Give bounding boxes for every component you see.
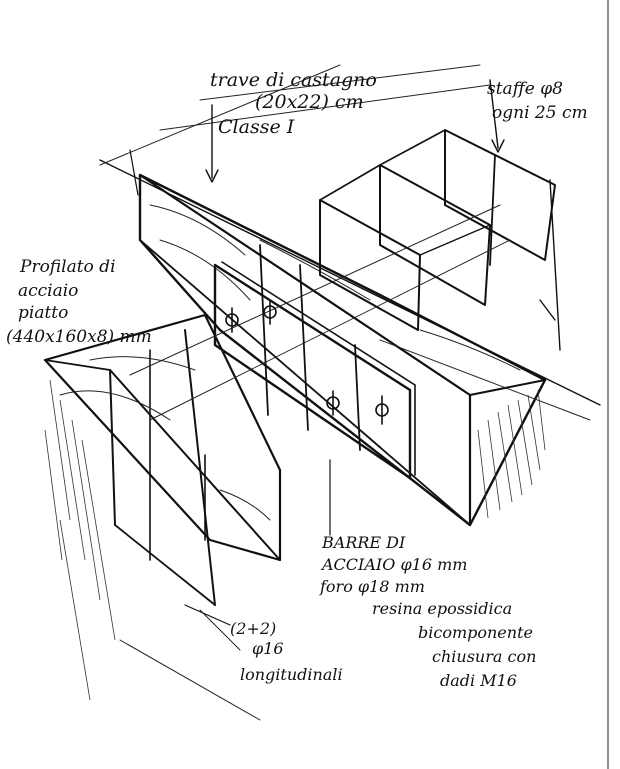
rebar-marker — [326, 390, 340, 416]
rebars-label-line: dadi M16 — [440, 671, 517, 690]
construction-lines — [99, 64, 591, 721]
longitudinal-label: (2+2) φ16 longitudinali — [230, 619, 343, 684]
longitudinal-label-line: (2+2) — [230, 619, 276, 638]
beam-end-hatch — [477, 389, 546, 519]
steel-plate-label: Profilato di acciaio piatto (440x160x8) … — [6, 257, 152, 347]
steel-plate-label-line: acciaio — [18, 281, 78, 301]
rebars-label: BARRE DI ACCIAIO φ16 mm foro φ18 mm resi… — [319, 533, 541, 690]
rebars-label-line: chiusura con — [432, 647, 536, 666]
beam-label-line: Classe I — [218, 116, 295, 138]
lower-beam — [43, 313, 282, 701]
arrow-head-icon — [205, 169, 219, 183]
rebar-marker — [225, 307, 239, 333]
beam-label-line: trave di castagno — [210, 69, 377, 91]
beam-label: trave di castagno (20x22) cm Classe I — [210, 69, 383, 138]
leader-arrows — [129, 79, 505, 626]
steel-plate-label-line: piatto — [18, 303, 68, 323]
steel-plate-label-line: (440x160x8) mm — [6, 327, 152, 347]
stirrups-label-line: ogni 25 cm — [492, 103, 588, 123]
steel-plate-label-line: Profilato di — [19, 257, 116, 277]
lower-beam-hatch — [44, 379, 116, 701]
stirrups-label: staffe φ8 ogni 25 cm — [487, 79, 588, 123]
chestnut-beam — [99, 159, 601, 527]
beam-label-line: (20x22) cm — [255, 91, 364, 113]
longitudinal-label-line: φ16 — [252, 639, 284, 658]
rebars-label-line: ACCIAIO φ16 mm — [320, 555, 467, 574]
rebars-label-line: foro φ18 mm — [319, 577, 425, 596]
arrow-head-icon — [491, 139, 505, 153]
rebars-label-line: BARRE DI — [321, 533, 406, 552]
rebars-label-line: bicomponente — [418, 623, 533, 642]
longitudinal-label-line: longitudinali — [240, 665, 343, 684]
rebar-markers — [225, 244, 389, 451]
rebars-label-line: resina epossidica — [372, 599, 512, 618]
stirrups — [319, 129, 561, 351]
steel-plate — [213, 261, 416, 480]
stirrups-label-line: staffe φ8 — [487, 79, 563, 99]
rebar-marker — [375, 395, 389, 425]
